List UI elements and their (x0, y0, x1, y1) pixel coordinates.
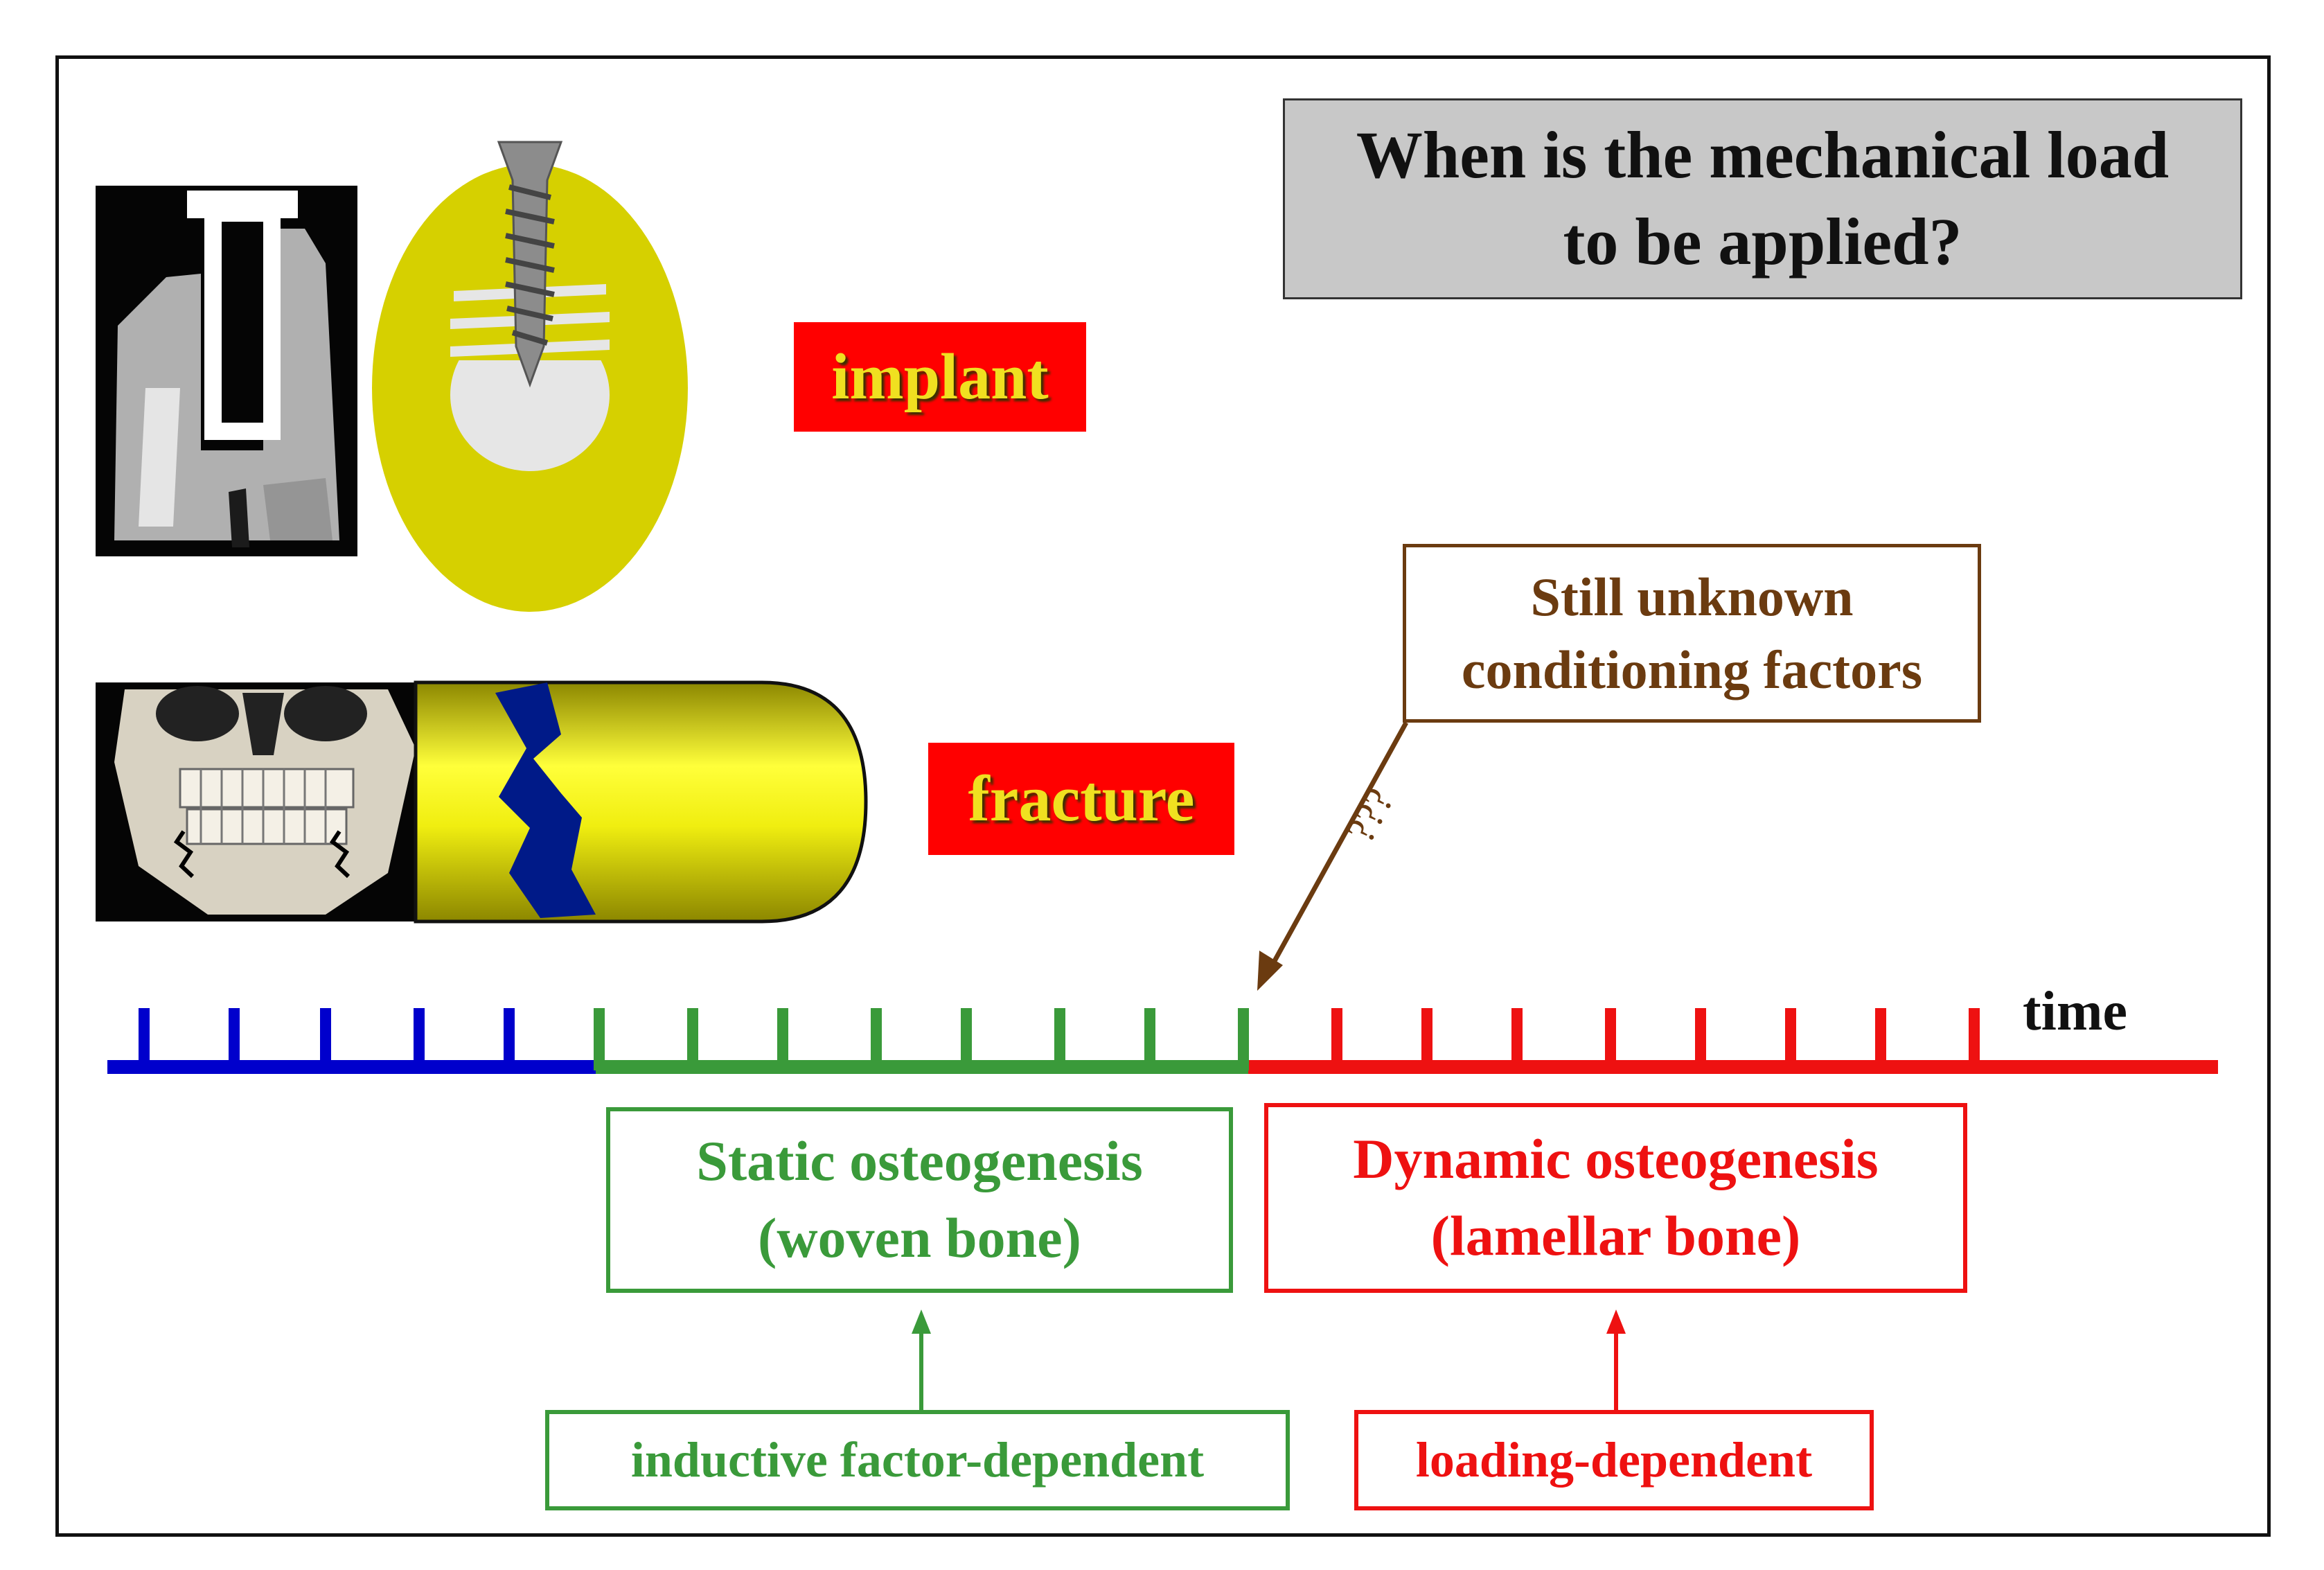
unknown-line-1: Still unknown (1530, 566, 1854, 627)
unknown-factor-arrow (1257, 721, 1409, 991)
inductive-text: inductive factor-dependent (630, 1432, 1205, 1488)
implant-radiograph-image (96, 186, 357, 556)
question-line-2: to be applied? (1563, 204, 1962, 279)
dynamic-osteogenesis-box: Dynamic osteogenesis (lamellar bone) (1264, 1103, 1967, 1293)
loading-dependent-box: loading-dependent (1354, 1410, 1874, 1510)
implant-label-text: implant (831, 341, 1049, 413)
dynamic-line-1: Dynamic osteogenesis (1353, 1127, 1879, 1191)
static-line-2: (woven bone) (758, 1206, 1081, 1269)
fracture-schematic (414, 680, 868, 924)
implant-label: implant (794, 322, 1086, 432)
dynamic-line-2: (lamellar bone) (1430, 1204, 1801, 1267)
implant-schematic (372, 141, 688, 612)
slide-frame (55, 55, 2271, 1537)
inductive-dependent-box: inductive factor-dependent (545, 1410, 1290, 1510)
inductive-arrow (912, 1309, 931, 1410)
static-osteogenesis-box: Static osteogenesis (woven bone) (606, 1107, 1233, 1293)
loading-arrow (1606, 1309, 1626, 1410)
unknown-line-2: conditioning factors (1461, 640, 1923, 700)
fracture-label: fracture (928, 743, 1234, 855)
loading-text: loading-dependent (1415, 1432, 1813, 1488)
static-line-1: Static osteogenesis (696, 1129, 1143, 1193)
red-ticks (1331, 1008, 1980, 1070)
skull-image (96, 682, 425, 921)
green-ticks (594, 1008, 1249, 1070)
unknown-factors-box: Still unknown conditioning factors (1403, 544, 1981, 723)
timeline (107, 1008, 2218, 1074)
blue-ticks (139, 1008, 515, 1070)
time-axis-label: time (2023, 981, 2128, 1042)
question-box: When is the mechanical load to be applie… (1283, 98, 2242, 299)
fracture-label-text: fracture (968, 763, 1195, 835)
question-line-1: When is the mechanical load (1356, 118, 2170, 193)
